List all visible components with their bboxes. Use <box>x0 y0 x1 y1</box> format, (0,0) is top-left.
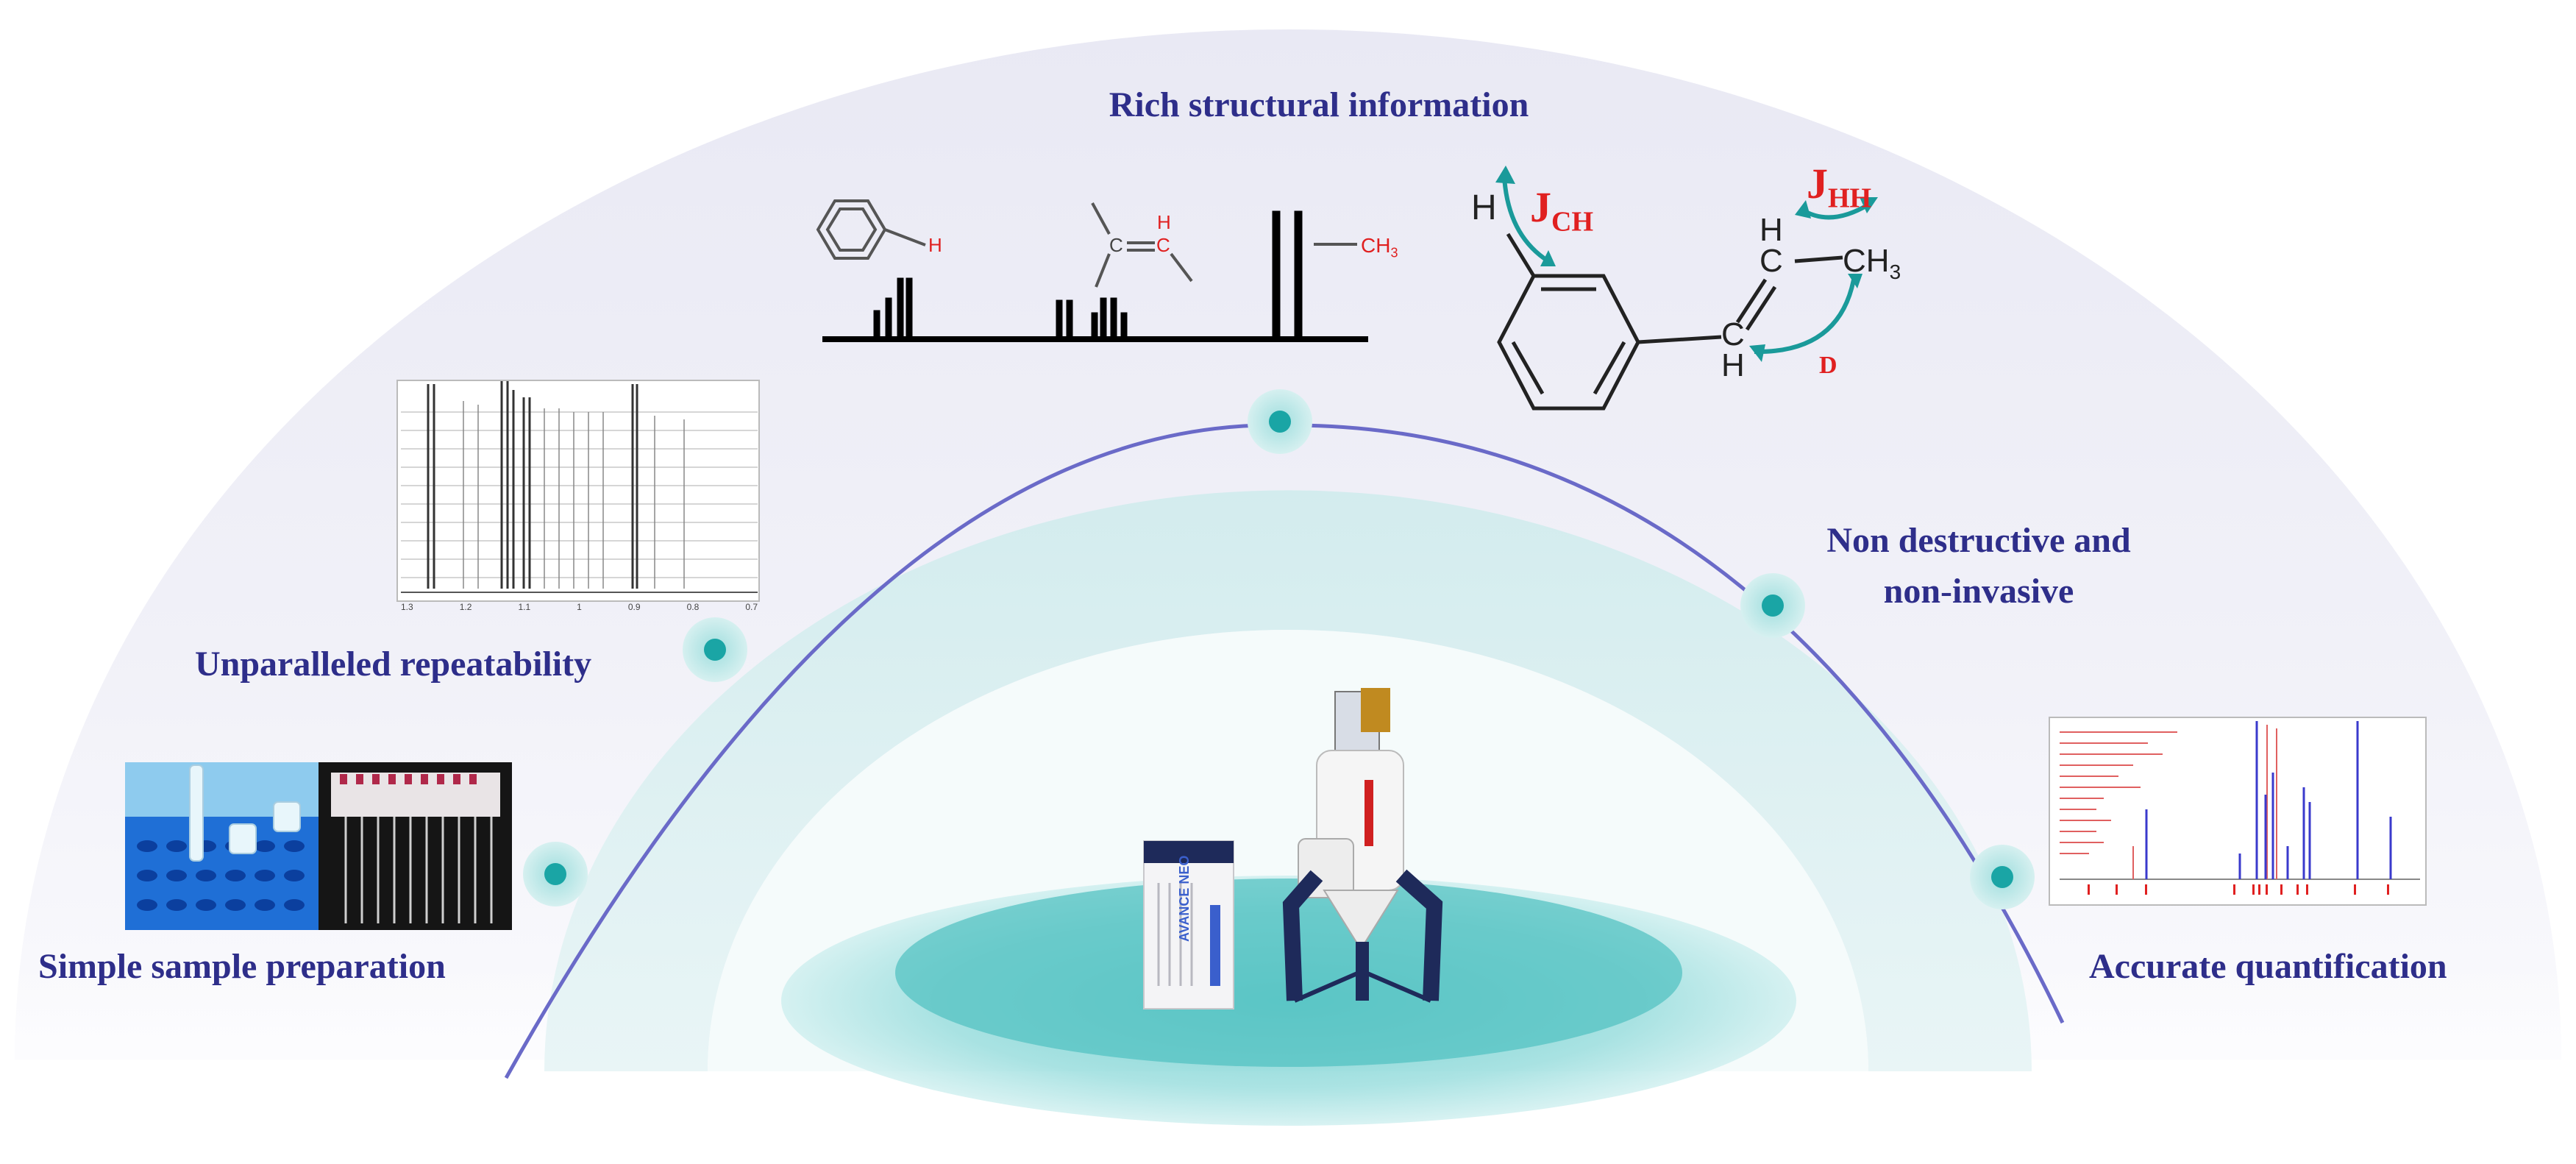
label-non-destructive-line2: non-invasive <box>1883 572 2074 611</box>
node-right-upper <box>1740 573 1805 638</box>
molecule-h-vinyl-bottom: H <box>1721 347 1745 383</box>
alkene-c-label-2: C <box>1156 234 1170 256</box>
tick-label: 1 <box>577 602 582 612</box>
d-coupling-label: D <box>1819 352 1837 379</box>
label-accurate-quantification: Accurate quantification <box>2089 947 2447 986</box>
aromatic-h-label: H <box>928 234 942 256</box>
stick-spectrum <box>822 210 1368 342</box>
label-non-destructive-line1: Non destructive and <box>1826 521 2131 560</box>
sample-rack-photo <box>125 762 319 930</box>
jch-label: JCH <box>1530 183 1593 238</box>
label-rich-structural-info: Rich structural information <box>1109 85 1529 124</box>
node-top <box>1248 389 1312 454</box>
methyl-label: CH3 <box>1361 234 1398 260</box>
coupling-arrowheads <box>1495 166 1878 362</box>
nmr-tubes-photo <box>319 762 512 930</box>
tick-label: 0.8 <box>686 602 700 612</box>
molecule-h-aromatic: H <box>1471 188 1497 227</box>
teal-ring-outer <box>544 490 2032 1071</box>
alkene-c-label-1: C <box>1109 234 1123 256</box>
node-left-lower <box>523 842 588 906</box>
alkene-h-label: H <box>1157 211 1171 233</box>
molecule-h-vinyl-top: H <box>1760 212 1783 248</box>
nmr-magnet <box>1282 688 1443 1003</box>
tick-label: 1.2 <box>459 602 472 612</box>
molecule-c-vinyl-top: C <box>1760 243 1783 279</box>
spectrum-axis-ticks: 1.3 1.2 1.1 1 0.9 0.8 0.7 <box>401 602 758 612</box>
node-left-upper <box>683 617 747 682</box>
nmr-console-cabinet <box>1143 840 1234 1009</box>
benzene-ring-small <box>816 199 926 260</box>
alkene-fragment <box>1091 202 1193 288</box>
tick-label: 0.9 <box>627 602 641 612</box>
propenylbenzene-molecule <box>1497 233 1843 411</box>
tick-label: 1.1 <box>518 602 531 612</box>
quantification-spectrum <box>2049 717 2427 906</box>
node-right-lower <box>1970 845 2035 909</box>
jhh-label: JHH <box>1807 160 1872 214</box>
label-unparalleled-repeatability: Unparalleled repeatability <box>195 645 592 684</box>
molecule-ch3: CH3 <box>1843 243 1901 283</box>
stacked-spectra <box>396 380 760 602</box>
label-simple-sample-prep: Simple sample preparation <box>38 947 446 986</box>
molecule-c-vinyl-bottom: C <box>1721 316 1745 352</box>
tick-label: 0.7 <box>745 602 758 612</box>
tick-label: 1.3 <box>401 602 413 612</box>
console-brand-text: AVANCE NEO <box>1177 855 1192 942</box>
